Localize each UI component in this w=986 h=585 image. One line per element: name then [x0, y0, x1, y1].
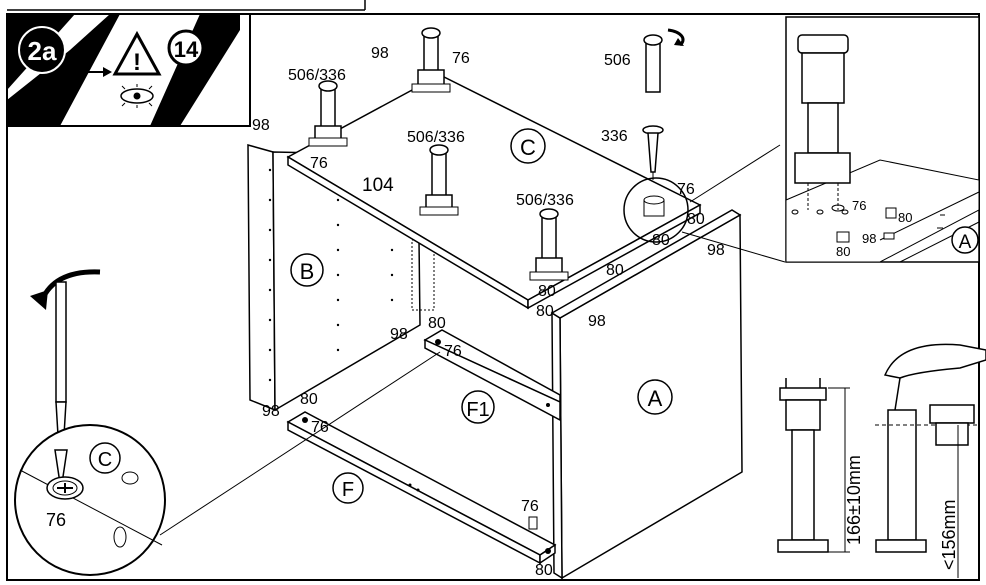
label-98-right: 98: [707, 242, 725, 259]
detail-label-c: C: [98, 449, 112, 471]
detail-circle-c: [14, 424, 166, 576]
page-frame: [6, 13, 980, 581]
panel-label-c: C: [520, 135, 536, 160]
rail-f1: [423, 329, 561, 422]
bottom-panel-c: [286, 74, 702, 310]
label-80-front-a: 80: [538, 283, 556, 300]
cam-76-f-end: [528, 516, 538, 530]
label-506-336-left: 506/336: [288, 67, 346, 84]
inset-label-80b: 80: [836, 244, 850, 259]
label-98-bottom-left: 98: [262, 403, 280, 420]
inset-label-80a: 80: [898, 210, 912, 225]
wrench-icon: [883, 343, 986, 379]
label-336: 336: [601, 128, 628, 145]
label-circle-b: [290, 253, 324, 287]
eye-icon: [120, 84, 154, 108]
panel-label-f1: F1: [466, 399, 489, 421]
leg-506-loose: [643, 28, 685, 93]
leg-height-diagram-1: [777, 378, 850, 553]
panel-label-f: F: [342, 479, 354, 501]
leg-rear-left: [411, 27, 451, 93]
label-circle-f1: [461, 390, 495, 424]
step-badge: [18, 26, 66, 74]
label-76-f1: 76: [444, 343, 462, 360]
label-80-detail-right: 80: [687, 211, 705, 228]
label-98-top: 98: [371, 45, 389, 62]
cam-fitting-76: [643, 195, 665, 217]
warning-symbol: !: [133, 49, 141, 76]
label-circle-f: [332, 472, 364, 504]
step-header: 2a ! 14: [6, 13, 251, 127]
label-80-f: 80: [300, 391, 318, 408]
leg-center: [419, 144, 459, 216]
screw-336: [642, 125, 664, 180]
dimension-166: 166±10mm: [844, 455, 864, 545]
label-80-right: 80: [606, 262, 624, 279]
leg-front-right: [529, 208, 569, 281]
inset-detail-a: [785, 16, 980, 263]
label-76-detail: 76: [677, 181, 695, 198]
label-98-left: 98: [252, 117, 270, 134]
label-80-detail-bottom: 80: [652, 232, 670, 249]
label-104: 104: [362, 175, 394, 196]
leg-left-front: [308, 80, 348, 147]
label-80-f1: 80: [428, 315, 446, 332]
next-step-badge: [167, 29, 205, 67]
label-98-front: 98: [588, 313, 606, 330]
dimension-156: <156mm: [939, 499, 959, 570]
inset-label-a: A: [959, 232, 972, 253]
label-76-f-end: 76: [521, 498, 539, 515]
inset-label-98: 98: [862, 231, 876, 246]
label-506-336-right: 506/336: [516, 192, 574, 209]
label-80-front-b: 80: [536, 303, 554, 320]
step-banner: [7, 14, 120, 126]
detail-label-76: 76: [46, 510, 66, 530]
label-506-336-center: 506/336: [407, 129, 465, 146]
screwdriver-icon: [30, 269, 101, 453]
inset-label-76: 76: [852, 198, 866, 213]
leg-height-diagram-2: [875, 343, 986, 578]
next-step-number: 14: [174, 37, 199, 62]
step-number: 2a: [28, 36, 57, 66]
label-circle-a: [637, 379, 673, 415]
label-506: 506: [604, 52, 631, 69]
label-76-left: 76: [310, 155, 328, 172]
label-80-f-end: 80: [535, 562, 553, 579]
panel-label-b: B: [300, 259, 315, 284]
label-circle-c: [510, 128, 546, 164]
panel-label-a: A: [648, 386, 663, 411]
label-98-b-bottom: 98: [390, 326, 408, 343]
label-76-f: 76: [311, 419, 329, 436]
cam-lock-76-icon: [46, 476, 84, 500]
rail-f: [286, 411, 557, 565]
detail-circle: [623, 177, 689, 243]
warning-icon: [112, 30, 162, 76]
label-76-top: 76: [452, 50, 470, 67]
